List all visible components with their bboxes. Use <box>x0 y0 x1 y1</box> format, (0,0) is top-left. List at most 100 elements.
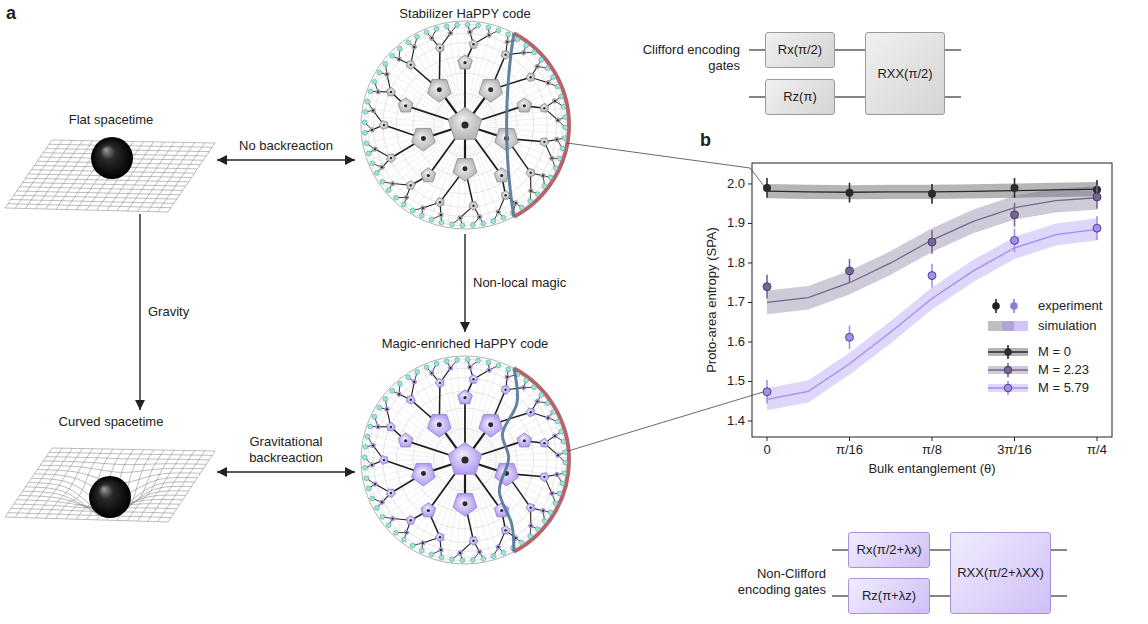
tick-mark <box>1014 437 1015 441</box>
magic-code-disk <box>377 425 379 427</box>
magic-code-disk <box>363 465 368 470</box>
stabilizer-code-disk <box>361 116 444 123</box>
stabilizer-code-disk <box>390 157 392 159</box>
stabilizer-code-disk <box>524 43 529 48</box>
curved-spacetime-grid <box>40 465 203 472</box>
gate-wire <box>835 96 865 97</box>
magic-code-disk <box>421 366 456 441</box>
legend-swatch <box>1004 366 1012 374</box>
legend-label: M = 5.79 <box>1038 380 1089 396</box>
qubit-wire <box>749 96 765 97</box>
stabilizer-code-disk <box>535 64 540 69</box>
qubit-wire <box>749 49 765 50</box>
magic-code-disk <box>365 433 445 455</box>
stabilizer-code-disk <box>413 143 455 215</box>
stabilizer-code-disk <box>467 146 474 229</box>
flat-spacetime-grid <box>148 143 195 212</box>
stabilizer-code-disk <box>427 80 451 103</box>
magic-code-disk <box>444 359 449 364</box>
magic-code-disk <box>455 358 460 363</box>
stabilizer-code-disk <box>484 134 559 169</box>
magic-code-disk <box>410 519 412 521</box>
stabilizer-code-disk <box>380 65 448 113</box>
magic-code-disk <box>562 471 567 476</box>
magic-code-disk <box>528 534 533 539</box>
curved-spacetime-grid <box>168 451 215 522</box>
magic-code-disk <box>542 509 544 511</box>
stabilizer-code-disk <box>458 216 463 221</box>
flat-spacetime-grid <box>26 178 189 182</box>
magic-code-disk <box>413 381 415 383</box>
magic-code-disk <box>419 548 424 553</box>
magic-code-disk <box>465 357 470 362</box>
magic-code-disk <box>506 376 508 378</box>
tick-mark <box>932 437 933 441</box>
curved-spacetime-grid <box>25 448 72 517</box>
stabilizer-code-disk <box>483 135 555 177</box>
magic-code-disk <box>368 424 373 429</box>
flat-spacetime-grid <box>137 142 184 211</box>
magic-code-disk <box>420 540 425 545</box>
magic-code-disk <box>521 386 526 391</box>
stabilizer-code-disk <box>371 129 373 131</box>
stabilizer-code-disk <box>456 146 463 229</box>
qubit-wire <box>1051 549 1067 550</box>
magic-code-disk <box>491 554 496 559</box>
magic-code-disk <box>469 375 478 384</box>
stabilizer-code-disk <box>458 55 473 69</box>
stabilizer-code-disk <box>429 217 434 222</box>
magic-code-disk <box>543 476 545 478</box>
axis-title: Bulk entanglement (θ) <box>822 461 1042 477</box>
stabilizer-code-disk <box>373 147 378 152</box>
magic-code-disk <box>385 407 390 412</box>
tick-mark <box>767 437 768 441</box>
stabilizer-code-disk <box>398 58 400 60</box>
stabilizer-code-disk <box>469 40 478 49</box>
magic-code-disk <box>374 505 379 510</box>
legend-label: experiment <box>1038 298 1102 314</box>
magic-code-disk <box>555 419 560 424</box>
experiment-point <box>928 272 936 280</box>
curved-spacetime-grid <box>5 517 168 522</box>
stabilizer-code-disk <box>437 87 442 92</box>
gate-wire <box>930 549 950 550</box>
flat-spacetime-grid <box>17 191 180 195</box>
magic-code-disk <box>383 459 385 461</box>
qubit-wire <box>1051 595 1067 596</box>
stabilizer-code-disk <box>481 221 486 226</box>
stabilizer-code-disk <box>523 104 526 107</box>
mass-ball <box>91 137 133 179</box>
magic-code-disk <box>561 439 566 444</box>
stabilizer-code-disk <box>500 174 503 177</box>
node-text: Rx(π/2) <box>778 42 822 58</box>
magic-code-disk <box>551 410 556 415</box>
stabilizer-code-disk <box>405 40 453 108</box>
flat-spacetime-grid <box>20 187 183 191</box>
magic-code-disk <box>430 372 432 374</box>
magic-code-disk <box>463 396 466 399</box>
tick-label: 2.0 <box>705 176 745 192</box>
stabilizer-code-disk <box>375 135 447 177</box>
magic-code-disk <box>469 537 478 546</box>
experiment-point <box>846 333 854 341</box>
stabilizer-code-disk <box>514 202 516 204</box>
curved-spacetime-grid <box>137 450 184 521</box>
stabilizer-code-disk <box>386 188 391 193</box>
magic-code-disk <box>365 434 370 439</box>
magic-code-disk <box>524 378 529 383</box>
magic-code-disk <box>390 426 392 428</box>
flat-spacetime-grid <box>23 183 186 187</box>
magic-code-disk <box>421 479 456 554</box>
magic-code-disk <box>504 529 506 531</box>
magic-code-disk <box>402 537 407 542</box>
legend-swatch <box>988 363 1028 377</box>
stabilizer-code-disk <box>421 144 456 219</box>
magic-code-disk <box>381 501 383 503</box>
magic-code-disk <box>372 414 377 419</box>
magic-code-disk <box>406 516 415 525</box>
stabilizer-code-disk <box>402 202 407 207</box>
stabilizer-code-disk <box>435 198 443 207</box>
magic-code-disk <box>422 542 424 544</box>
experiment-point <box>1011 211 1019 219</box>
magic-code-disk <box>372 444 374 446</box>
